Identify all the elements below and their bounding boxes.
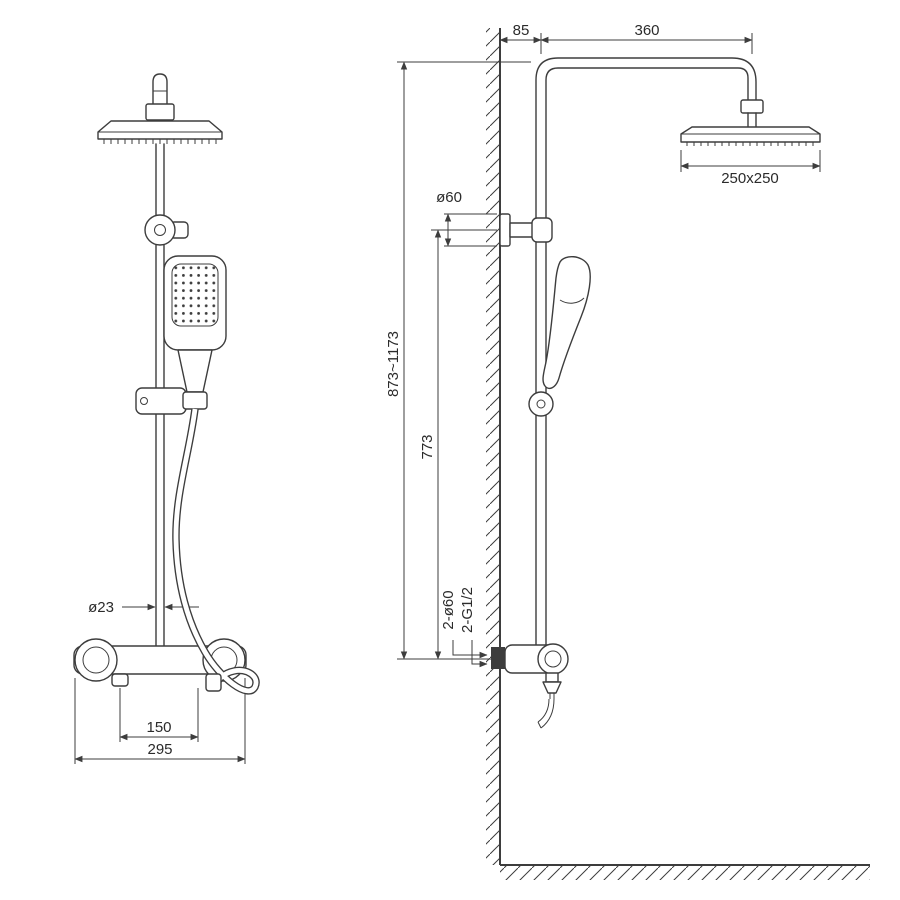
pipe-inner-line xyxy=(545,67,749,646)
wall-section xyxy=(486,28,870,880)
mixer-knob-left xyxy=(74,638,118,682)
mixer-wall-union xyxy=(491,647,505,669)
dim-overall-height-label: 873~1173 xyxy=(385,331,402,397)
knob-flange xyxy=(145,103,175,121)
mixer-outlet-cone xyxy=(542,681,562,694)
hand-shower-front xyxy=(163,255,227,410)
dim-bracket-diameter-label: ø60 xyxy=(436,189,462,206)
arm-nut xyxy=(740,99,764,114)
slider-clamp-side xyxy=(528,391,554,417)
dim-rail-diameter-label: ø23 xyxy=(88,599,114,616)
riser-pipe-and-arm xyxy=(535,57,764,646)
side-view: 85 360 250x250 ø60 873~1173 773 2-ø60 2-… xyxy=(385,22,870,880)
bracket-wall-flange xyxy=(499,213,511,247)
knob-body xyxy=(152,73,168,105)
dim-escutcheons-label: 2-ø60 xyxy=(440,590,457,629)
hose-core xyxy=(173,408,259,694)
slider-clamp-front xyxy=(135,387,187,415)
hand-shower-profile-detail xyxy=(559,297,585,304)
mixer-outlet-neck xyxy=(545,672,559,683)
hand-shower-spray-face xyxy=(171,263,219,327)
mixer-valve-side xyxy=(491,643,569,729)
head-side-nozzles xyxy=(686,142,814,146)
dim-head-size-label: 250x250 xyxy=(721,170,779,187)
mixer-knob-side-inner xyxy=(544,650,562,668)
mixer-outlet-left xyxy=(111,673,129,687)
top-diverter-knob xyxy=(145,73,175,121)
mixer-knob-side xyxy=(537,643,569,675)
dim-wall-offset-label: 85 xyxy=(513,22,530,39)
pipe-outer-line xyxy=(535,57,757,646)
wall-bracket-side xyxy=(499,213,553,247)
dim-mixer-width-label: 295 xyxy=(147,741,172,758)
arm-neck xyxy=(747,112,757,128)
dim-bracket-extension-lines xyxy=(444,213,497,247)
bracket-ring xyxy=(144,214,176,246)
clamp-body xyxy=(135,387,187,415)
hose-mixer-connector xyxy=(205,673,222,692)
floor-hatching xyxy=(500,865,870,880)
mixer-knob-left-inner xyxy=(82,646,110,674)
wall-hatching xyxy=(486,28,500,865)
bracket-screw xyxy=(154,224,166,236)
dim-connections-leader xyxy=(471,640,488,668)
hand-shower-profile xyxy=(542,256,591,390)
clamp-screw xyxy=(140,397,148,405)
hand-shower-handle xyxy=(177,349,213,393)
dim-bracket-height-label: 773 xyxy=(419,434,436,459)
side-dimensions: 85 360 250x250 ø60 873~1173 773 2-ø60 2-… xyxy=(385,22,821,668)
slider-clamp-screw xyxy=(536,399,546,409)
hand-shower-hose-nut xyxy=(182,391,208,410)
bracket-pipe-clamp xyxy=(531,217,553,243)
overhead-shower-head-side xyxy=(680,126,821,146)
dim-head-extension-lines xyxy=(680,150,821,172)
hand-shower-side xyxy=(528,256,591,417)
dim-arm-reach-label: 360 xyxy=(634,22,659,39)
wall-bracket-front xyxy=(144,214,189,246)
dim-connections-label: 2-G1/2 xyxy=(459,587,476,633)
head-outline xyxy=(97,120,223,140)
overhead-shower-head-front xyxy=(97,120,223,144)
dim-top-extension-lines xyxy=(540,33,753,54)
front-view: ø23 150 295 xyxy=(73,73,260,764)
shower-hose xyxy=(172,408,260,695)
head-nozzles xyxy=(103,139,217,144)
dim-inlet-centers-label: 150 xyxy=(146,719,171,736)
dim-escutcheons-leader xyxy=(452,640,488,659)
dim-height-extension-lines xyxy=(397,61,531,660)
mixer-hose-tail xyxy=(537,698,555,729)
dim-150-extension-lines xyxy=(119,688,199,742)
mixer-outlet-stem xyxy=(549,693,555,699)
